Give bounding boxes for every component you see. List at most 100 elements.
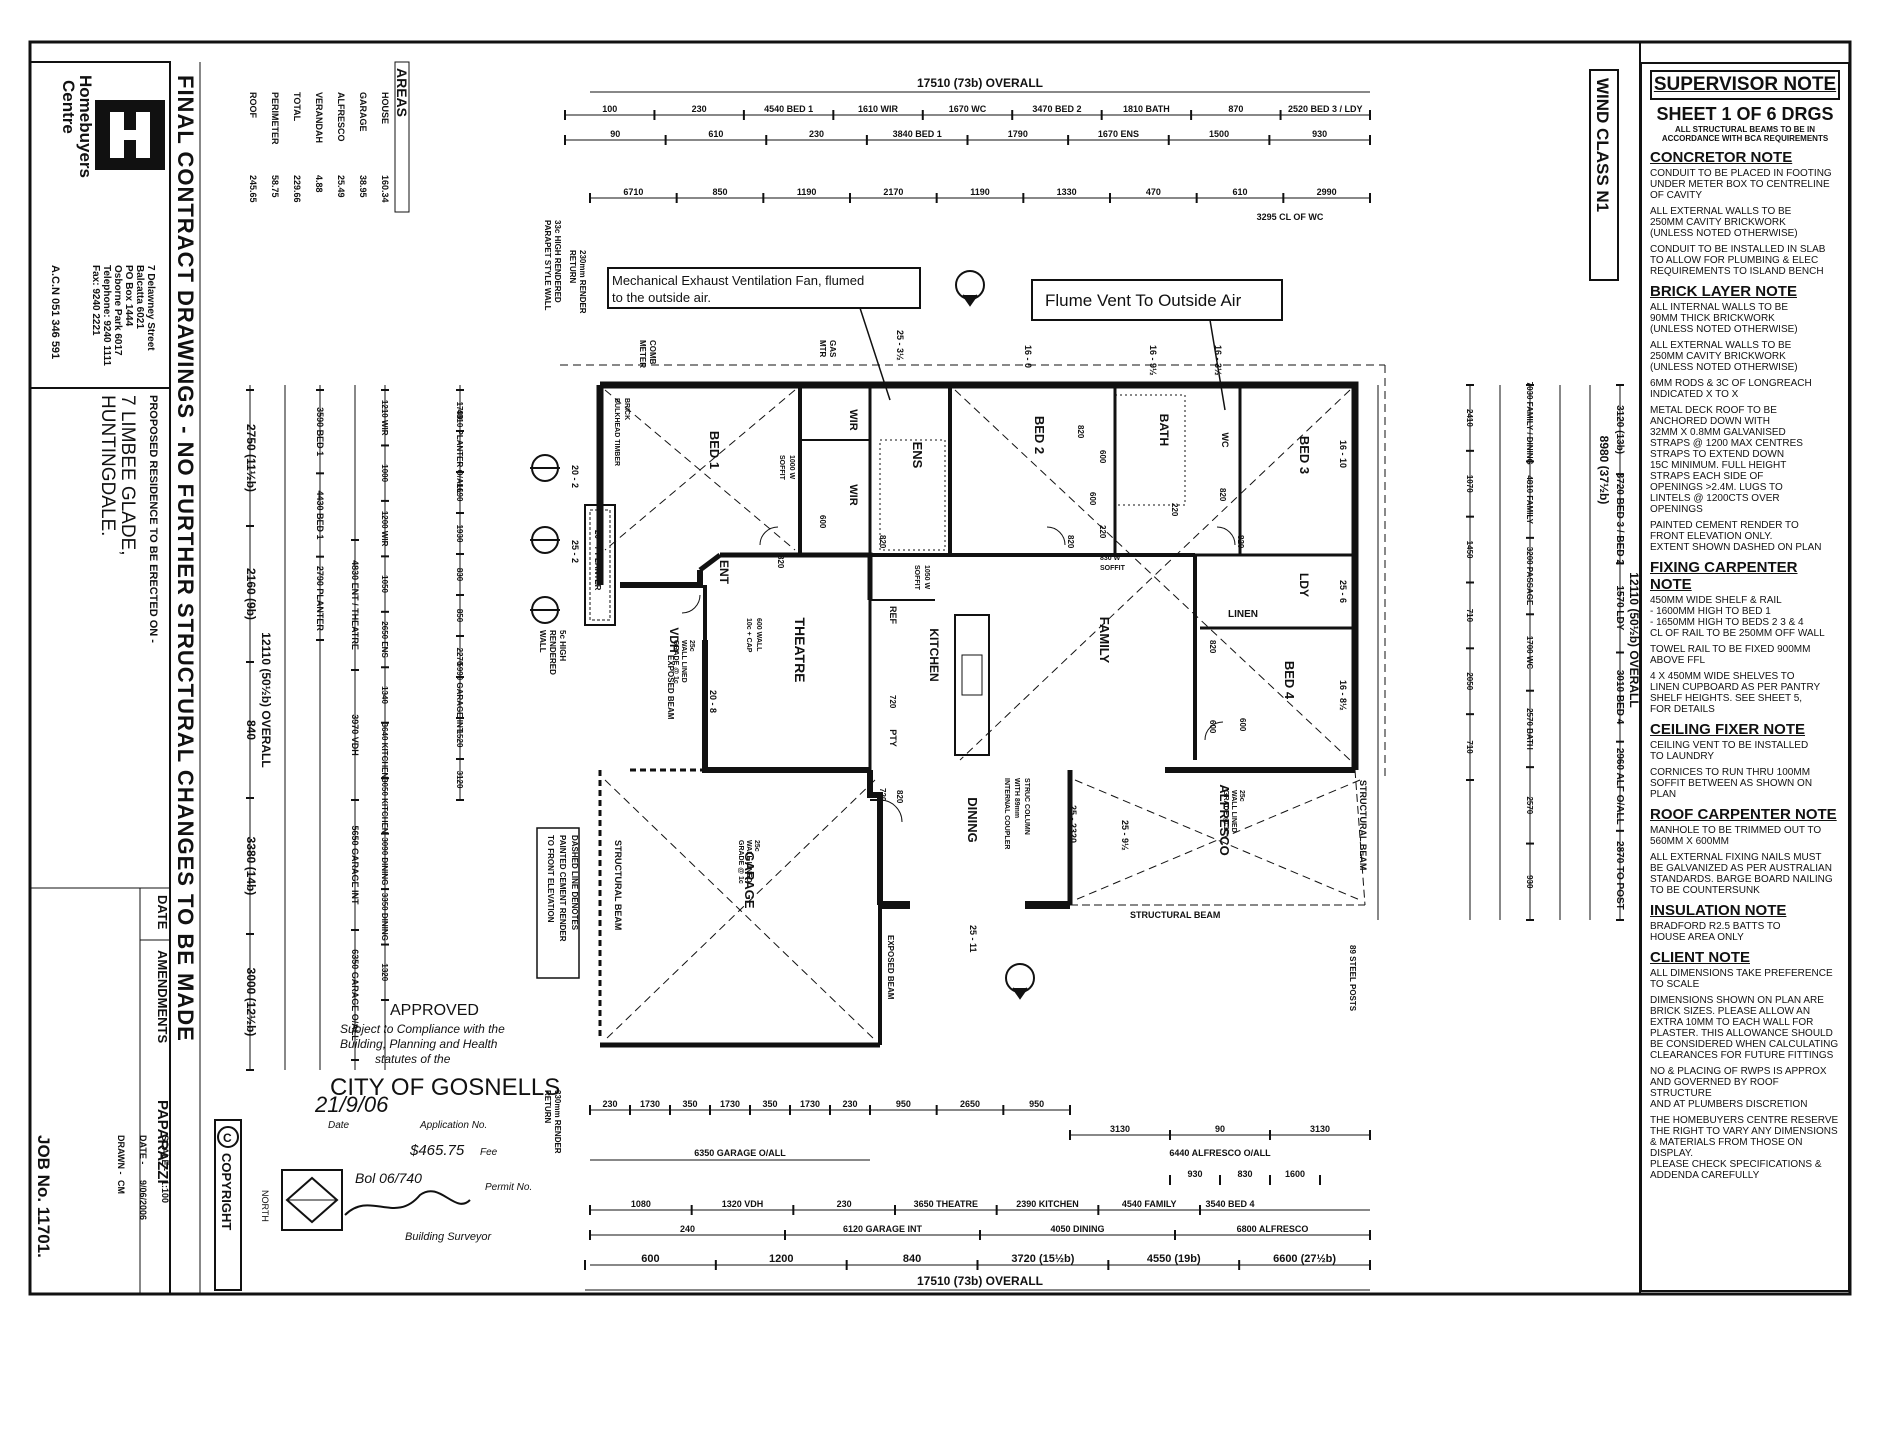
supervisor-notes-panel: SUPERVISOR NOTE SHEET 1 OF 6 DRGS ALL ST…: [1640, 62, 1850, 1292]
dimension-label: 2990: [1317, 187, 1337, 197]
note-line: HOUSE AREA ONLY: [1650, 932, 1744, 943]
note-line: 560mm x 600mm: [1650, 836, 1729, 847]
cl-wc-label: 3295 CL OF WC: [1257, 212, 1324, 222]
drawn-label: DRAWN -: [116, 1135, 126, 1175]
dimension-lines: [249, 91, 1621, 1291]
render-return-line: 230mm RENDER: [578, 250, 587, 314]
note-line: (UNLESS NOTED OTHERWISE): [1650, 324, 1798, 335]
door-size-label: 600: [1098, 450, 1107, 464]
structural-beam-label: STRUCTURAL BEAM: [1358, 780, 1368, 870]
comb-meter-line: METER: [638, 340, 647, 368]
project-address-1: 7 LIMBEE GLADE,: [117, 395, 138, 556]
dimension-label: 17510 (73b) OVERALL: [917, 1274, 1043, 1288]
note-line: CORNICES TO RUN THRU 100mm: [1650, 767, 1811, 778]
note-heading: BRICK LAYER NOTE: [1650, 283, 1797, 300]
project-address-2: HUNTINGDALE.: [97, 395, 118, 536]
dimension-label: 12110 (50½b) OVERALL: [1627, 572, 1641, 707]
note-heading: ROOF CARPENTER NOTE: [1650, 806, 1837, 823]
dimension-label: 930: [1187, 1169, 1202, 1179]
door-size-label: 820: [1236, 535, 1245, 549]
dimension-label: 1600: [1285, 1169, 1305, 1179]
dimension-label: 2650 ENS: [380, 621, 389, 658]
note-line: STRAPS @ 1200 MAX CENTRES: [1650, 438, 1803, 449]
room-label-wir1: WIR: [847, 409, 859, 430]
approval-line: Subject to Compliance with the: [340, 1022, 505, 1036]
area-value: 25.49: [336, 175, 346, 198]
planter-label: 20 - 7 PLANTER: [593, 530, 602, 591]
struc-column-line: INTERNAL COUPLER: [1003, 778, 1010, 849]
company-name-2: Centre: [59, 80, 78, 134]
dimension-label: 4830 ENT / THEATRE: [350, 560, 360, 650]
address-line: Balcatta 6021: [134, 265, 145, 329]
room-label-ldy: LDY: [1297, 573, 1311, 597]
dimension-label: 2960 ALF O/ALL: [1614, 748, 1625, 825]
approval-line: Building, Planning and Health: [340, 1037, 498, 1051]
roof-pitch-label: 16 - 9½: [1148, 345, 1158, 376]
dimension-label: 6440 ALFRESCO O/ALL: [1169, 1148, 1271, 1158]
ceiling-note-line: GRADE @ 1c: [672, 640, 679, 684]
ceiling-note-line: WALL LINED: [1230, 790, 1237, 833]
note-heading: INSULATION NOTE: [1650, 902, 1787, 919]
note-heading: CONCRETOR NOTE: [1650, 149, 1793, 166]
sheet-sub-line: ALL STRUCTURAL BEAMS TO BE IN: [1674, 125, 1815, 134]
dimension-label: 2410: [1465, 409, 1474, 427]
note-line: AND AT PLUMBERS DISCRETION: [1650, 1099, 1808, 1110]
dimension-label: 1320 VDH: [722, 1199, 764, 1209]
job-number: JOB No. 11701.: [34, 1135, 53, 1258]
note-line: PLEASE CHECK SPECIFICATIONS &: [1650, 1159, 1822, 1170]
dimension-label: 2870 TO POST: [1614, 841, 1625, 910]
dimension-label: 2160 (9b): [244, 568, 258, 620]
dimension-label: 4550 (19b): [1147, 1253, 1201, 1265]
dimension-label: 1190: [970, 187, 990, 197]
door-size-label: 820: [1076, 425, 1085, 439]
flume-callout: Flume Vent To Outside Air: [1031, 279, 1283, 411]
note-line: CEILING VENT TO BE INSTALLED: [1650, 740, 1809, 751]
dimension-label: 870: [1228, 104, 1243, 114]
dimension-label: 1210 WIR: [380, 400, 389, 436]
city-name: CITY OF GOSNELLS: [330, 1074, 560, 1101]
exposed-beam-label: EXPOSED BEAM: [886, 935, 895, 1000]
room-label-bed3: BED 3: [1297, 436, 1312, 474]
room-label-bed1: BED 1: [707, 431, 722, 469]
dimension-label: 7030 FAMILY / DINING: [1525, 382, 1534, 465]
amendments-header: AMENDMENTS: [155, 950, 170, 1043]
soffit-line: SOFFIT: [1100, 565, 1126, 572]
structural-beam-label: STRUCTURAL BEAM: [1130, 910, 1220, 920]
exhaust-text-1: Mechanical Exhaust Ventilation Fan, flum…: [612, 273, 864, 288]
room-label-wc: WC: [1220, 433, 1230, 448]
note-line: ALL EXTERNAL WALLS TO BE: [1650, 206, 1792, 217]
dimension-label: 1690: [455, 484, 464, 502]
room-label-kitchen: KITCHEN: [927, 628, 941, 681]
date2-value: 9/06/2006: [138, 1180, 148, 1220]
gas-meter-line: MTR: [818, 340, 827, 358]
note-heading: CEILING FIXER NOTE: [1650, 721, 1806, 738]
dimension-label: 1520: [455, 730, 464, 748]
exposed-beam-label: EXPOSED BEAM: [666, 655, 675, 720]
note-line: ABOVE FFL: [1650, 655, 1706, 666]
wall-600-line: 10c + CAP: [745, 618, 752, 653]
room-label-pty: PTY: [888, 729, 898, 747]
wind-class-badge: WIND CLASS N1: [1589, 69, 1619, 281]
copyright-mark: C: [223, 1131, 232, 1145]
note-line: OF CAVITY: [1650, 190, 1703, 201]
door-size-label: 720: [878, 788, 887, 802]
note-line: STANDARDS. BARGE BOARD NAILING: [1650, 874, 1833, 885]
note-line: LINEN CUPBOARD AS PER PANTRY: [1650, 682, 1821, 693]
door-size-label: 820: [776, 555, 785, 569]
note-line: 250mm CAVITY BRICKWORK: [1650, 351, 1786, 362]
note-line: TO BE COUNTERSUNK: [1650, 885, 1760, 896]
dimension-label: 90: [610, 129, 620, 139]
roof-pitch-label: 25 - 6: [1338, 580, 1348, 603]
north-label: NORTH: [260, 1190, 270, 1222]
dimension-label: 3650 THEATRE: [914, 1199, 978, 1209]
dimension-label: 17510 (73b) OVERALL: [917, 76, 1043, 90]
dimension-label: 3010 BED 4: [1614, 670, 1625, 725]
address-line: 7 Delawney Street: [145, 265, 156, 351]
dimension-label: 610: [1232, 187, 1247, 197]
door-size-label: 820: [1066, 535, 1075, 549]
note-line: PAINTED CEMENT RENDER TO: [1650, 520, 1799, 531]
dimension-label: 6800 ALFRESCO: [1237, 1224, 1309, 1234]
dimension-label: 1070: [1465, 475, 1474, 493]
note-line: SHELF HEIGHTS. SEE SHEET 5,: [1650, 693, 1803, 704]
